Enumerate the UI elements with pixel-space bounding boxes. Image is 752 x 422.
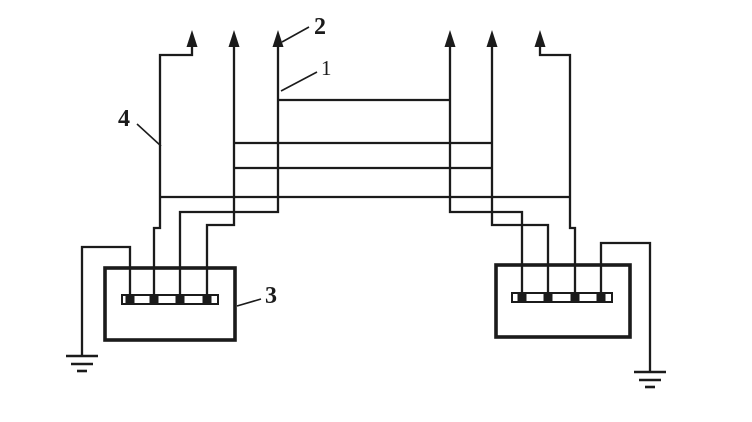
leader-line-label-3 bbox=[236, 298, 262, 307]
connector-box-left bbox=[103, 266, 237, 342]
conductor-left-inner bbox=[178, 44, 280, 302]
conductor-left-middle bbox=[205, 44, 236, 302]
ground-symbol-left bbox=[66, 354, 98, 373]
conductor-right-outer bbox=[538, 44, 577, 300]
up-arrow-icon-left-2 bbox=[228, 30, 240, 47]
label-4: 4 bbox=[118, 106, 130, 132]
label-2: 2 bbox=[314, 14, 326, 40]
terminal-strip-right bbox=[511, 292, 613, 303]
leader-line-label-1 bbox=[280, 71, 318, 92]
leader-line-label-2 bbox=[281, 26, 310, 43]
up-arrow-icon-right-2 bbox=[486, 30, 498, 47]
ground-wire-left bbox=[80, 245, 132, 356]
conductor-left-outer bbox=[152, 44, 194, 302]
up-arrow-icon-right-3 bbox=[534, 30, 546, 47]
up-arrow-icon-left-1 bbox=[186, 30, 198, 47]
label-1: 1 bbox=[321, 56, 332, 80]
terminal-strip-left bbox=[121, 294, 219, 305]
ground-symbol-right bbox=[634, 370, 666, 389]
connector-box-right bbox=[494, 263, 632, 339]
label-3: 3 bbox=[265, 283, 277, 309]
ground-wire-right bbox=[599, 241, 652, 372]
leader-line-label-4 bbox=[136, 123, 162, 147]
conductor-right-middle bbox=[490, 44, 550, 300]
up-arrow-icon-left-3 bbox=[272, 30, 284, 47]
up-arrow-icon-right-1 bbox=[444, 30, 456, 47]
conductor-right-inner bbox=[448, 44, 524, 300]
